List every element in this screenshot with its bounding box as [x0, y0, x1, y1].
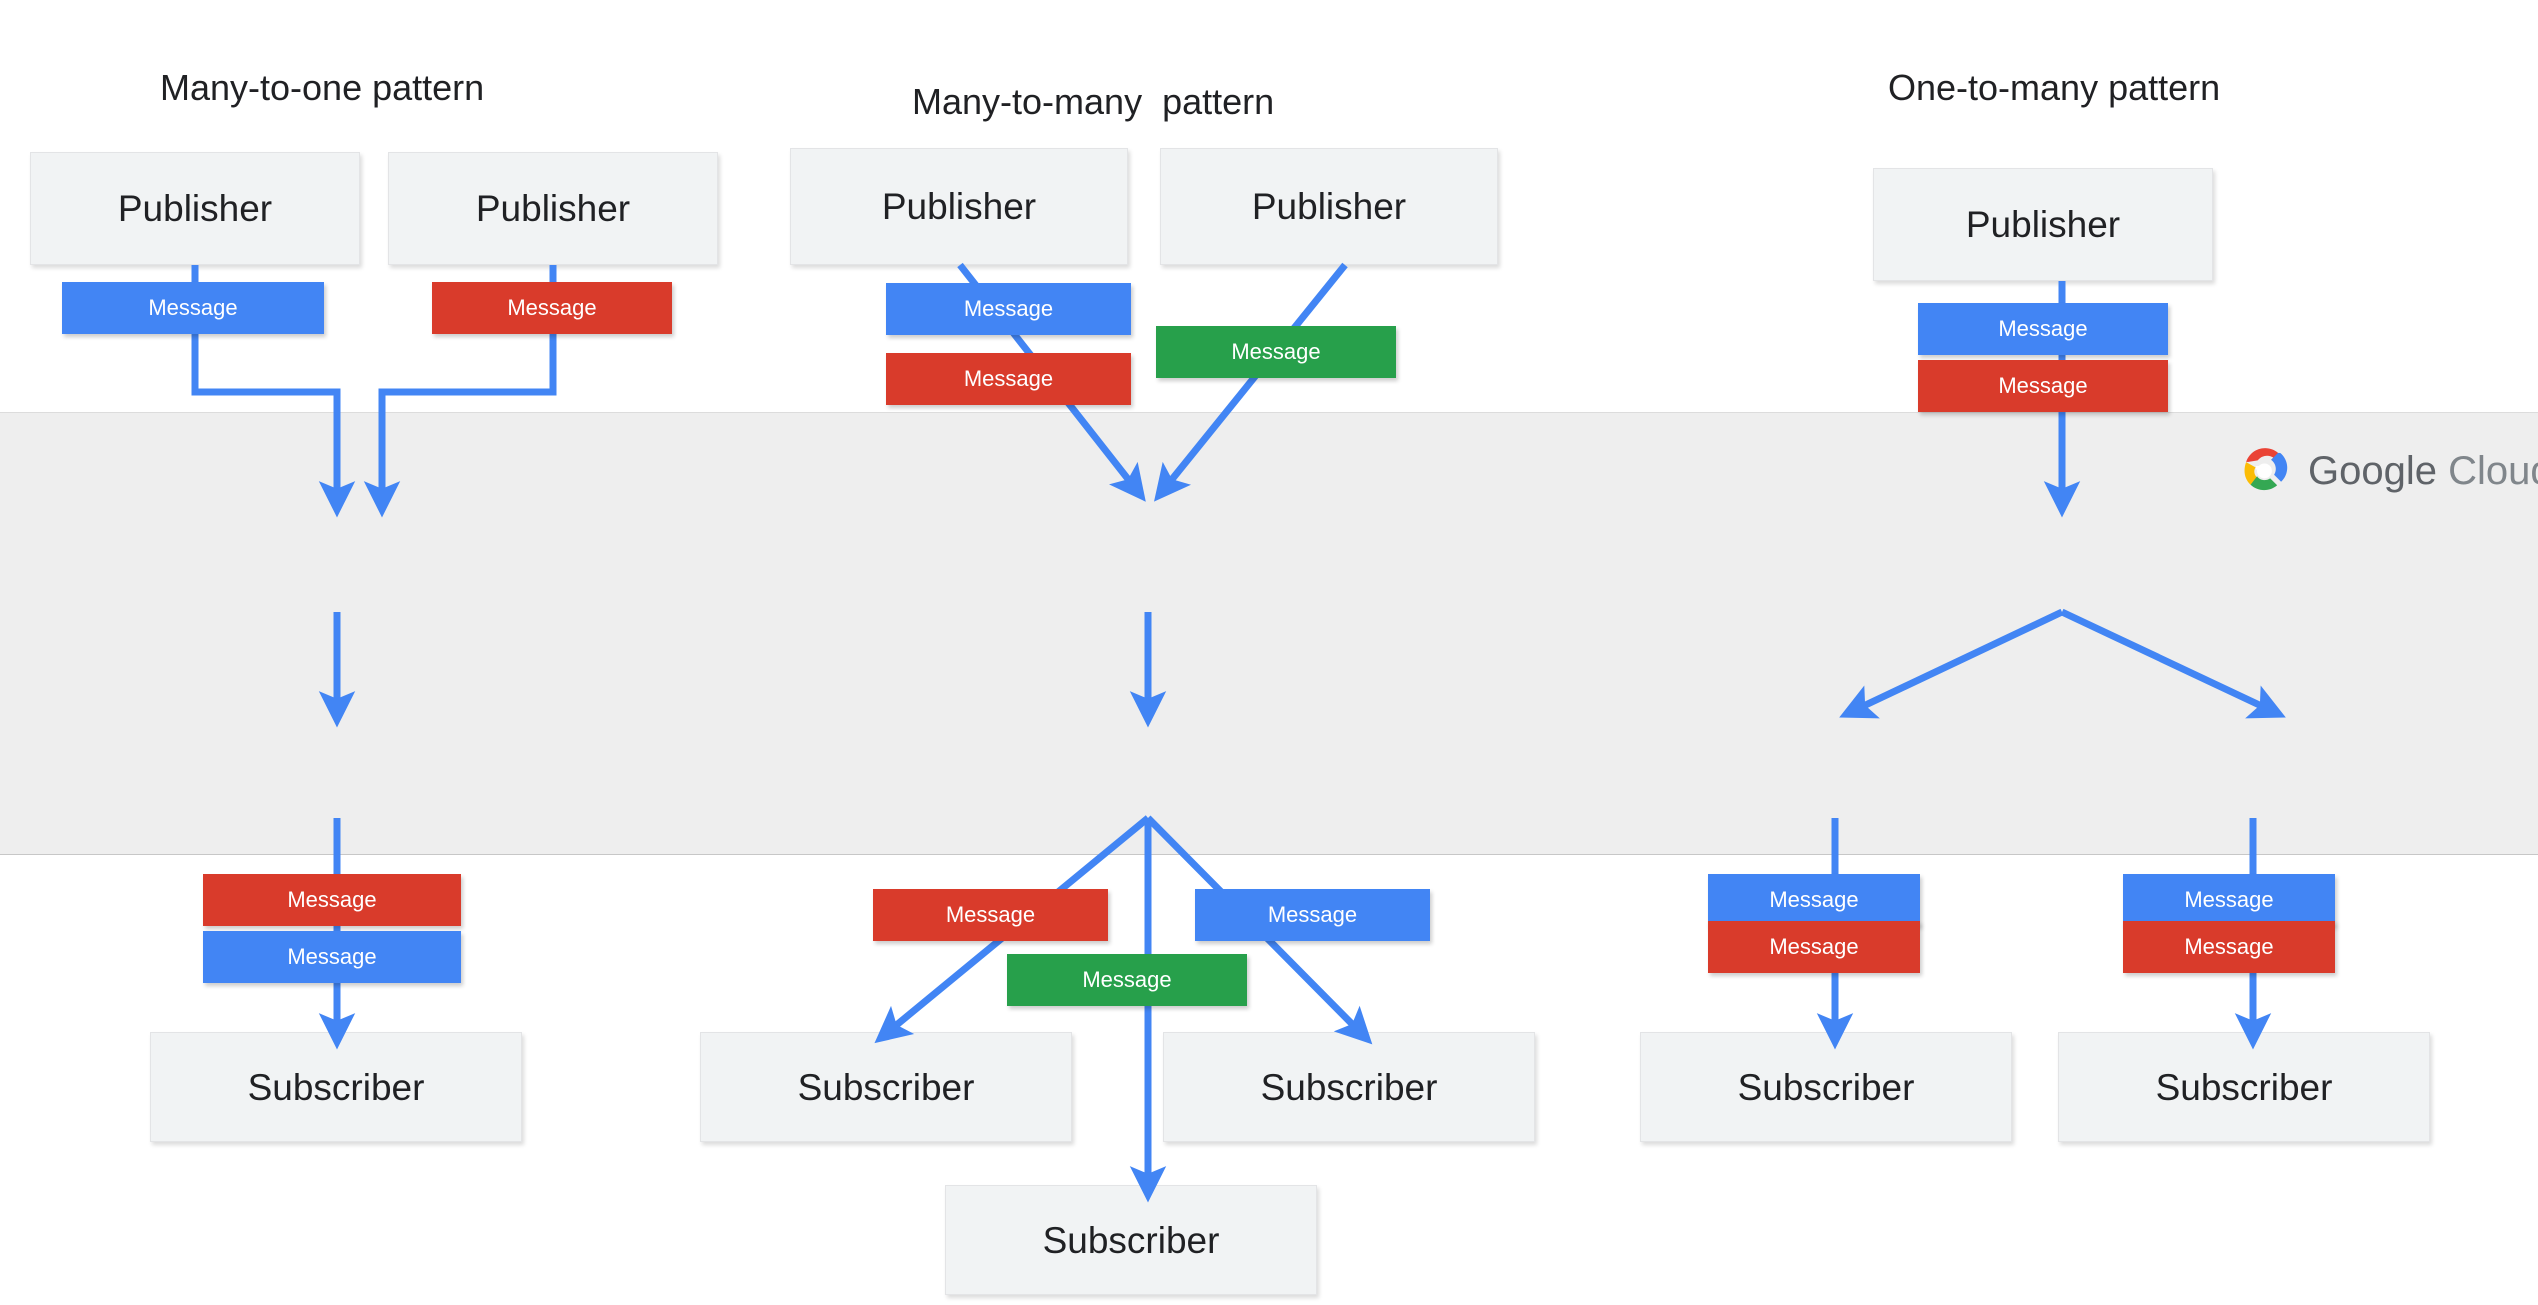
subscriber-label: Subscriber	[1737, 1066, 1915, 1108]
subscriber-box[interactable]: Subscriber	[700, 1032, 1072, 1142]
column-title-one-to-many: One-to-many pattern	[1888, 67, 2221, 108]
column-title-many-to-one: Many-to-one pattern	[160, 67, 485, 108]
publisher-label: Publisher	[1965, 204, 2121, 245]
subscriber-box[interactable]: Subscriber	[1163, 1032, 1535, 1142]
publisher-label: Publisher	[117, 188, 273, 229]
subscriber-box[interactable]: Subscriber	[150, 1032, 522, 1142]
edge-topic-subscription-c3-left	[1839, 608, 2064, 719]
edge-pub2-topic-c2	[1154, 262, 1348, 502]
publisher-box[interactable]: Publisher	[790, 148, 1128, 265]
publisher-label: Publisher	[475, 188, 631, 229]
edge-subscription-subscriber-c2-left	[874, 815, 1151, 1044]
column-title-many-to-many: Many-to-many pattern	[912, 81, 1275, 122]
google-cloud-wordmark: Google Cloud	[2308, 451, 2538, 491]
edge-topic-subscription-c3-right	[2060, 608, 2286, 719]
subscriber-label: Subscriber	[1042, 1219, 1220, 1261]
google-word: Google	[2308, 449, 2437, 493]
publisher-box[interactable]: Publisher	[1160, 148, 1498, 265]
subscriber-box[interactable]: Subscriber	[1640, 1032, 2012, 1142]
publisher-box[interactable]: Publisher	[1873, 168, 2213, 281]
edge-pub1-topic-c2	[957, 262, 1146, 502]
edge-subscription-subscriber-c2-right	[1145, 815, 1373, 1045]
subscriber-label: Subscriber	[2155, 1066, 2333, 1108]
subscriber-label: Subscriber	[247, 1066, 425, 1108]
cloud-word: Cloud	[2448, 449, 2538, 493]
publisher-label: Publisher	[881, 186, 1037, 227]
google-cloud-logo: Google Cloud	[2238, 444, 2538, 498]
edge-pub1-topic	[191, 265, 356, 518]
google-cloud-mark	[2244, 448, 2288, 491]
subscriber-label: Subscriber	[1260, 1066, 1438, 1108]
edge-pub2-topic	[363, 265, 557, 518]
publisher-label: Publisher	[1251, 186, 1407, 227]
subscriber-box[interactable]: Subscriber	[945, 1185, 1317, 1295]
subscriber-box[interactable]: Subscriber	[2058, 1032, 2430, 1142]
subscriber-label: Subscriber	[797, 1066, 975, 1108]
publisher-box[interactable]: Publisher	[388, 152, 718, 265]
publisher-box[interactable]: Publisher	[30, 152, 360, 265]
